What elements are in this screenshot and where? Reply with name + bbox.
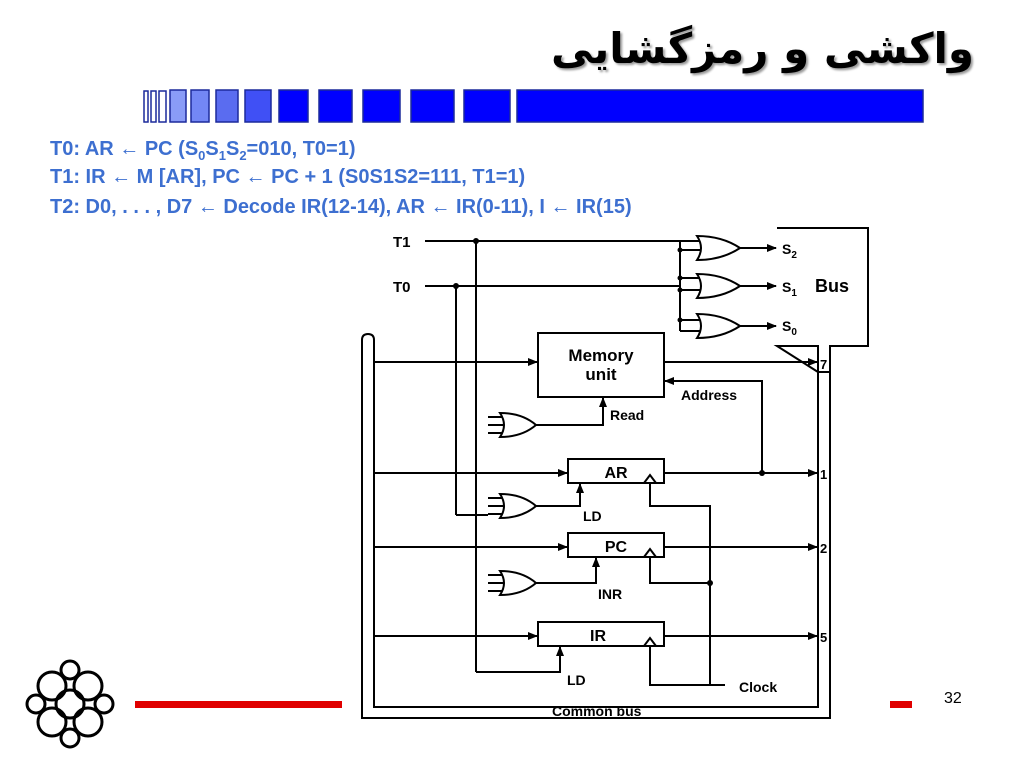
rtl-line-t2: T2: D0, . . . , D7 ← Decode IR(12-14), A…: [50, 196, 632, 218]
page-number: 32: [944, 690, 962, 707]
label-s1: S1: [782, 279, 797, 299]
label-ir-ld: LD: [567, 672, 586, 688]
rtl-line-t1: T1: IR ← M [AR], PC ← PC + 1 (S0S1S2=111…: [50, 166, 526, 188]
rtl-t0-text4: =010, T0=1): [246, 138, 356, 160]
label-clock: Clock: [739, 679, 777, 695]
university-logo: [25, 659, 115, 749]
label-common-bus: Common bus: [552, 703, 642, 719]
label-t0: T0: [393, 279, 411, 296]
rtl-line-t0: T0: AR ← PC (S0S1S2=010, T0=1): [50, 138, 356, 163]
label-memory-line2: unit: [585, 365, 616, 384]
label-s0: S0: [782, 318, 797, 338]
rtl-t0-text3: S: [225, 138, 240, 160]
footer-red-line-right: [890, 701, 912, 708]
header-bars: [143, 89, 924, 123]
label-s2: S2: [782, 241, 797, 261]
label-bus: Bus: [815, 276, 849, 296]
pc-register: [567, 532, 665, 558]
label-ar: AR: [604, 465, 628, 482]
bus-number-5: 5: [820, 630, 827, 645]
bus-number-2: 2: [820, 541, 827, 556]
rtl-t0-sub1: 1: [218, 148, 226, 163]
common-bus-tube: [361, 332, 831, 719]
rtl-t0-sub2: 2: [239, 148, 247, 163]
or-gate-s2: [695, 234, 742, 262]
footer: [25, 659, 912, 749]
or-gate-read: [498, 411, 538, 439]
or-gate-pc-inr: [498, 569, 538, 597]
ir-register: [537, 621, 665, 647]
label-read: Read: [610, 407, 644, 423]
bus-number-1: 1: [820, 467, 827, 482]
ar-register: [567, 458, 665, 484]
label-memory-line1: Memory: [568, 346, 634, 365]
clock-line: [649, 483, 711, 686]
or-gate-s1: [695, 272, 742, 300]
bus-block: [773, 227, 869, 374]
label-ar-ld: LD: [583, 508, 602, 524]
label-address: Address: [681, 387, 737, 403]
bus-number-7: 7: [820, 357, 827, 372]
footer-red-line-left: [135, 701, 342, 708]
label-ir: IR: [590, 628, 606, 645]
rtl-t0-text: T0: AR ← PC (S: [50, 138, 199, 160]
rtl-t0-text2: S: [205, 138, 219, 160]
or-gate-ar-ld: [498, 492, 538, 520]
label-pc: PC: [605, 539, 628, 556]
slide-title: واکشی و رمزگشایی: [550, 24, 974, 73]
label-t1: T1: [393, 234, 411, 251]
or-gate-s0: [695, 312, 742, 340]
label-pc-inr: INR: [598, 586, 622, 602]
address-line: [664, 377, 763, 473]
rtl-t0-sub0: 0: [198, 148, 206, 163]
